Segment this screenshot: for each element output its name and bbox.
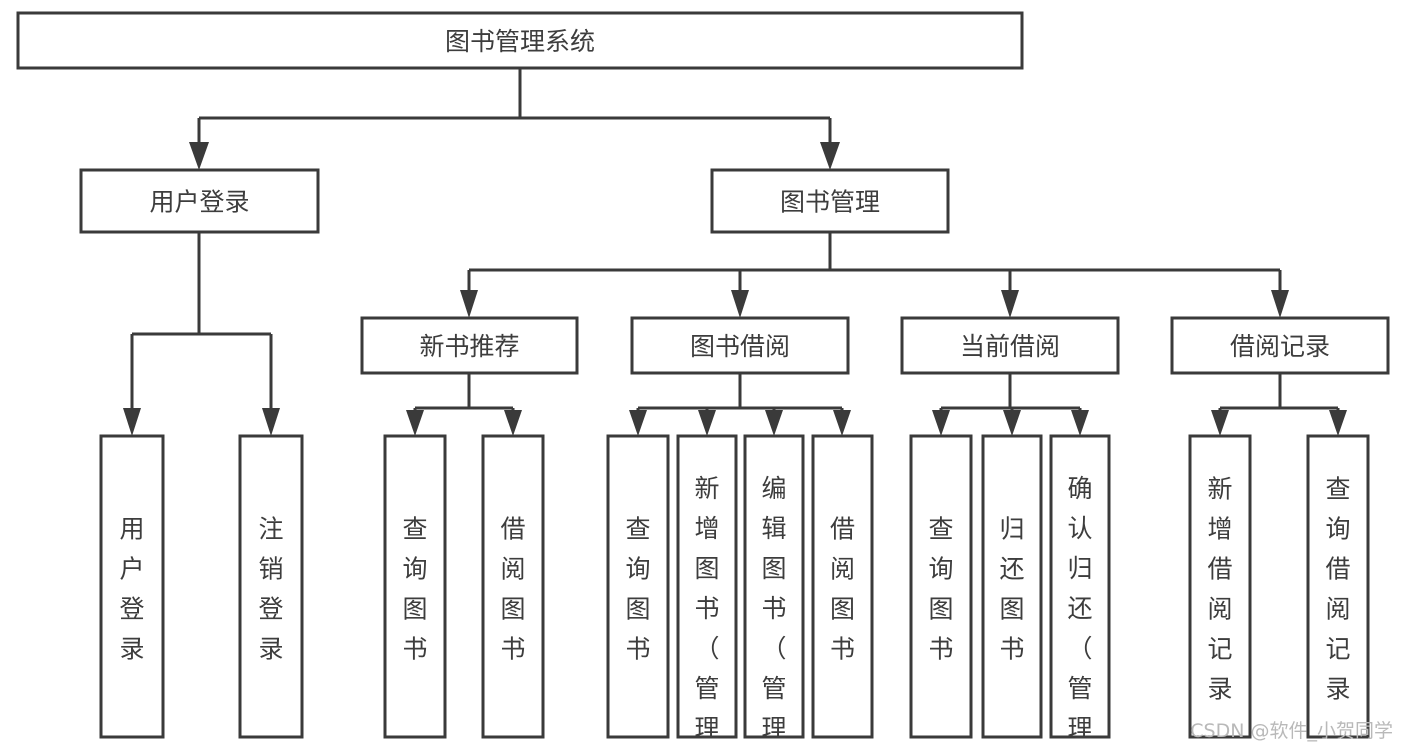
book-borrow-label: 图书借阅 [690, 332, 790, 361]
new-book-recommend-box[interactable] [360, 316, 579, 375]
leaf-node[interactable]: 确认归还（管理员） [1049, 434, 1111, 747]
borrow-record-box[interactable] [1170, 316, 1390, 375]
connector-layer [123, 68, 1347, 436]
user-login-label: 用户登录 [149, 188, 249, 217]
user-login-box[interactable] [79, 168, 320, 234]
arrowhead-rec-leaf1 [1211, 410, 1229, 436]
node-book-borrow[interactable]: 图书借阅 [630, 316, 850, 375]
borrow-record-label: 借阅记录 [1230, 332, 1330, 361]
leaf-label: 查询图书 [625, 515, 650, 664]
current-borrow-box[interactable] [900, 316, 1120, 375]
leaf-group: 用户登录 注销登录 查询图书 借阅图书 查询图书 新增图书（管理员） 编辑图书（管理员） 借阅… [99, 434, 1370, 747]
arrowhead-new-book [460, 290, 478, 318]
leaf-box[interactable] [481, 434, 545, 739]
arrowhead-bw-leaf2 [698, 410, 716, 436]
arrowhead-borrow [731, 290, 749, 318]
leaf-label: 借阅图书 [500, 515, 525, 664]
leaf-label: 借阅图书 [830, 515, 855, 664]
leaf-label: 新增借阅记录 [1207, 475, 1232, 704]
leaf-node[interactable]: 借阅图书 [811, 434, 874, 739]
node-current-borrow[interactable]: 当前借阅 [900, 316, 1120, 375]
leaf-label: 用户登录 [119, 515, 144, 664]
level2-group: 用户登录 图书管理 [79, 168, 950, 234]
node-new-book-recommend[interactable]: 新书推荐 [360, 316, 579, 375]
arrowhead-cb-leaf2 [1003, 410, 1021, 436]
arrowhead-bw-leaf1 [629, 410, 647, 436]
root-box[interactable] [16, 11, 1024, 70]
leaf-label: 编辑图书（管理员） [761, 474, 786, 747]
leaf-box[interactable] [743, 434, 805, 739]
leaf-label: 查询图书 [928, 515, 953, 664]
arrowhead-bw-leaf4 [833, 410, 851, 436]
leaf-node[interactable]: 新增借阅记录 [1188, 434, 1252, 739]
node-root[interactable]: 图书管理系统 [16, 11, 1024, 70]
current-borrow-label: 当前借阅 [960, 332, 1060, 361]
arrowhead-bw-leaf3 [765, 410, 783, 436]
leaf-node[interactable]: 注销登录 [238, 434, 304, 739]
arrowhead-leaf-logout [262, 408, 280, 436]
leaf-box[interactable] [99, 434, 165, 739]
node-user-login[interactable]: 用户登录 [79, 168, 320, 234]
leaf-node[interactable]: 新增图书（管理员） [676, 434, 738, 747]
leaf-box[interactable] [811, 434, 874, 739]
arrowhead-leaf-user-login [123, 408, 141, 436]
leaf-box[interactable] [383, 434, 447, 739]
new-book-recommend-label: 新书推荐 [419, 332, 519, 361]
leaf-box[interactable] [1306, 434, 1370, 739]
leaf-label: 归还图书 [999, 515, 1024, 664]
book-manage-label: 图书管理 [780, 188, 880, 217]
leaf-node[interactable]: 用户登录 [99, 434, 165, 739]
leaf-label: 新增图书（管理员） [694, 474, 719, 747]
leaf-box[interactable] [1049, 434, 1111, 739]
arrowhead-cb-leaf3 [1071, 410, 1089, 436]
leaf-node[interactable]: 查询图书 [909, 434, 973, 739]
leaf-box[interactable] [606, 434, 670, 739]
leaf-node[interactable]: 查询图书 [383, 434, 447, 739]
leaf-label: 查询图书 [402, 515, 427, 664]
node-borrow-record[interactable]: 借阅记录 [1170, 316, 1390, 375]
leaf-box[interactable] [909, 434, 973, 739]
leaf-box[interactable] [1188, 434, 1252, 739]
leaf-node[interactable]: 查询借阅记录 [1306, 434, 1370, 739]
leaf-node[interactable]: 查询图书 [606, 434, 670, 739]
arrowhead-book-manage [820, 142, 840, 170]
arrowhead-nb-leaf2 [504, 410, 522, 436]
arrowhead-nb-leaf1 [406, 410, 424, 436]
book-manage-box[interactable] [710, 168, 950, 234]
arrowhead-cb-leaf1 [932, 410, 950, 436]
arrowhead-rec-leaf2 [1329, 410, 1347, 436]
root-label: 图书管理系统 [445, 27, 595, 56]
level3-group: 新书推荐 图书借阅 当前借阅 借阅记录 [360, 316, 1390, 375]
leaf-node[interactable]: 借阅图书 [481, 434, 545, 739]
leaf-box[interactable] [238, 434, 304, 739]
leaf-label: 查询借阅记录 [1325, 475, 1350, 704]
leaf-label: 注销登录 [258, 515, 283, 664]
node-book-manage[interactable]: 图书管理 [710, 168, 950, 234]
book-borrow-box[interactable] [630, 316, 850, 375]
leaf-box[interactable] [676, 434, 738, 739]
leaf-label: 确认归还（管理员） [1067, 474, 1092, 747]
arrowhead-borrow-record [1271, 290, 1289, 318]
leaf-node[interactable]: 编辑图书（管理员） [743, 434, 805, 747]
arrowhead-user-login [189, 142, 209, 170]
leaf-box[interactable] [981, 434, 1043, 739]
leaf-node[interactable]: 归还图书 [981, 434, 1043, 739]
arrowhead-current-borrow [1001, 290, 1019, 318]
